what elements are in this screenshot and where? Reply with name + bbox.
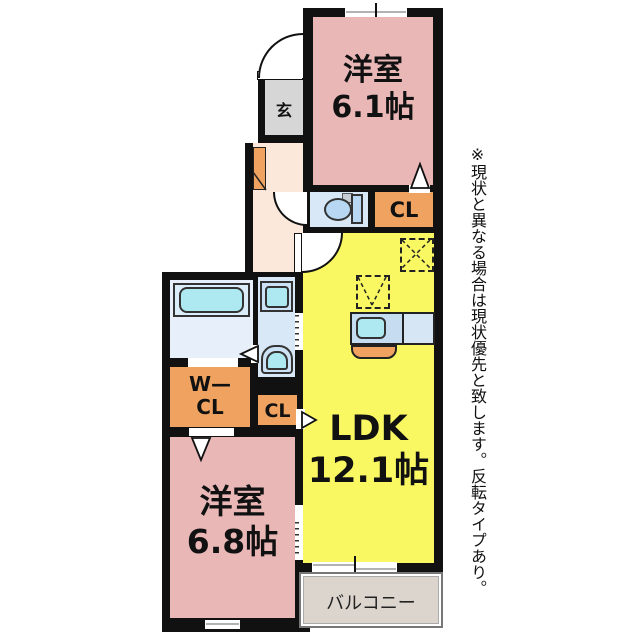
washbasin: [265, 286, 289, 308]
window-bedroom1: [345, 8, 407, 17]
bedroom2-label: 洋室 6.8帖: [170, 482, 295, 562]
bedroom1-size: 6.1帖: [331, 90, 415, 125]
bedroom2-ldk-sliding-door: [295, 505, 303, 560]
toilet-tank: [351, 194, 363, 224]
washing-machine: [266, 351, 288, 370]
closet-bedroom1-label: CL: [389, 198, 419, 222]
closet-hall-label: CL: [264, 400, 291, 422]
entrance-door-arc: [258, 33, 303, 78]
wcl-line1: W—: [188, 372, 232, 396]
bathtub: [179, 287, 244, 313]
toilet-bowl-icon: [324, 198, 352, 221]
ldk-label: LDK 12.1帖: [303, 408, 434, 492]
kitchen-sink: [356, 317, 386, 339]
washroom-folding-door: [295, 313, 303, 350]
disclaimer-note: ※現状と異なる場合は現状優先と致します。反転タイプあり。: [468, 145, 487, 596]
closet-bedroom1-opening: [409, 185, 430, 193]
ldk-door-leaf: [294, 233, 302, 273]
bedroom1-name: 洋室: [343, 53, 403, 88]
wcl-opening: [188, 358, 238, 367]
cupboard-space: [356, 275, 390, 309]
kitchen-counter-right: [404, 314, 433, 343]
bath-door-opening: [251, 345, 259, 363]
ldk-name: LDK: [329, 409, 408, 449]
closet-hall-opening: [296, 409, 305, 429]
entrance-room: [265, 80, 303, 135]
bedroom2-ldk-door-hatch: [295, 522, 299, 558]
refrigerator-space: [400, 238, 434, 272]
window-ldk-balcony: [312, 562, 397, 572]
shoe-cabinet: [253, 147, 266, 190]
closet-bedroom1-room: [375, 192, 433, 227]
bedroom2-door-leaf: [188, 427, 235, 437]
walk-in-closet-room: [170, 367, 250, 427]
bedroom2-room: [170, 437, 295, 618]
closet-hall-room: [258, 395, 297, 425]
window-bedroom2: [205, 620, 240, 629]
bedroom1-label: 洋室 6.1帖: [313, 52, 433, 126]
balcony-label: バルコニー: [326, 593, 416, 614]
bedroom2-name: 洋室: [199, 482, 266, 521]
bedroom2-size: 6.8帖: [186, 522, 279, 561]
ldk-size: 12.1帖: [307, 451, 430, 491]
washroom-folding-door-hatch: [295, 315, 299, 348]
balcony-floor: [303, 576, 439, 624]
entrance-label: 玄: [275, 101, 292, 120]
kitchen-front-panel: [351, 345, 397, 359]
walk-in-closet-label: W— CL: [170, 373, 250, 419]
bedroom1-room: [313, 17, 433, 185]
wcl-line2: CL: [196, 395, 224, 419]
kitchen-counter-divider: [402, 312, 404, 345]
